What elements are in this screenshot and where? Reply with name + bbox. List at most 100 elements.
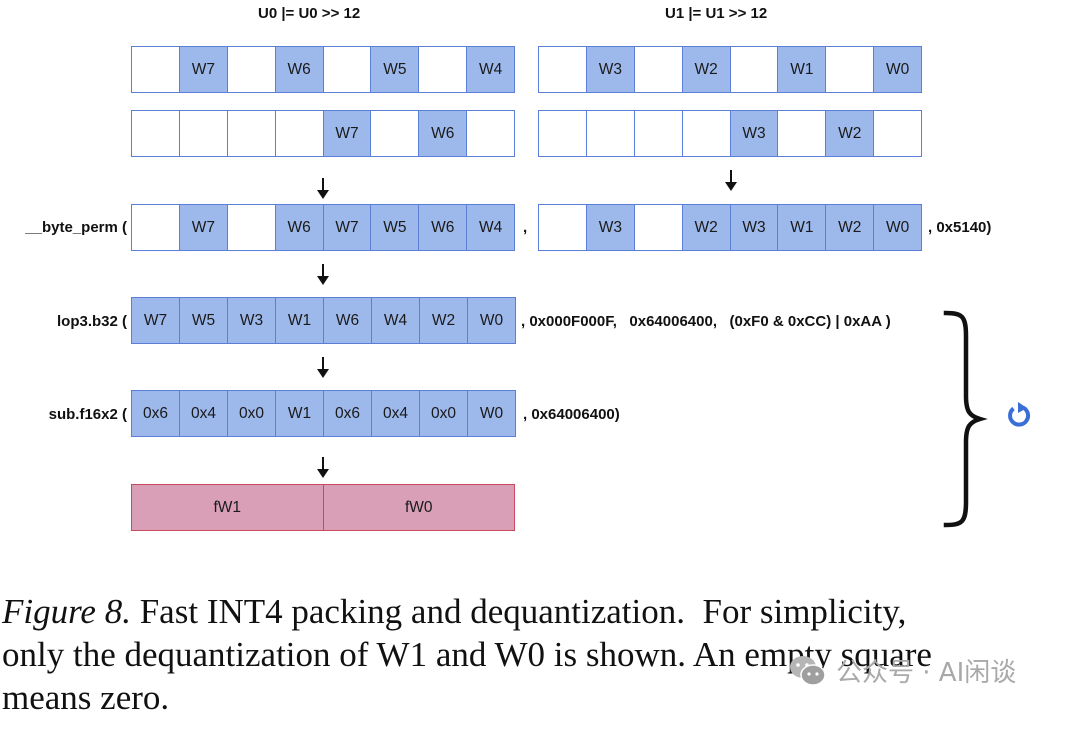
cell-w6: W6 xyxy=(324,298,372,343)
u0-shift-title: U0 |= U0 >> 12 xyxy=(258,5,361,22)
empty-cell xyxy=(730,47,779,92)
cell-w4: W4 xyxy=(467,47,514,92)
cell-w2: W2 xyxy=(682,205,731,250)
empty-cell xyxy=(132,205,180,250)
empty-cell xyxy=(586,111,635,156)
cell-w7: W7 xyxy=(323,205,372,250)
empty-cell xyxy=(634,111,683,156)
cell-w7: W7 xyxy=(179,47,228,92)
cell-w1: W1 xyxy=(778,47,827,92)
u0-original-row: W7 W6 W5 W4 xyxy=(131,46,515,93)
cell-w2: W2 xyxy=(420,298,468,343)
cell-w3: W3 xyxy=(730,111,779,156)
cell-w1: W1 xyxy=(276,391,324,436)
lop3-label: lop3.b32 ( xyxy=(56,313,127,330)
right-curly-brace-icon xyxy=(943,310,988,528)
cell-w2: W2 xyxy=(826,205,875,250)
cell-0x6: 0x6 xyxy=(324,391,372,436)
final-result-row: fW1 fW0 xyxy=(131,484,515,531)
cell-w2: W2 xyxy=(682,47,731,92)
down-arrow-icon xyxy=(725,170,737,191)
cell-w7: W7 xyxy=(132,298,180,343)
cell-w0: W0 xyxy=(468,391,515,436)
byte-perm-suffix: , 0x5140) xyxy=(928,219,992,236)
down-arrow-icon xyxy=(317,178,329,199)
cell-w7: W7 xyxy=(179,205,228,250)
empty-cell xyxy=(634,205,683,250)
cell-w4: W4 xyxy=(467,205,514,250)
empty-cell xyxy=(826,47,875,92)
refresh-icon xyxy=(1008,402,1031,427)
cell-w5: W5 xyxy=(371,47,420,92)
empty-cell xyxy=(227,111,276,156)
down-arrow-icon xyxy=(317,264,329,285)
empty-cell xyxy=(682,111,731,156)
empty-cell xyxy=(132,47,180,92)
cell-w4: W4 xyxy=(372,298,420,343)
cell-w3: W3 xyxy=(730,205,779,250)
empty-cell xyxy=(467,111,514,156)
final-cell-fw1: fW1 xyxy=(132,485,324,530)
caption-line-1: Figure 8. Fast INT4 packing and dequanti… xyxy=(2,590,1080,633)
u0-shifted-row: W7 W6 xyxy=(131,110,515,157)
cell-0x4: 0x4 xyxy=(372,391,420,436)
empty-cell xyxy=(179,111,228,156)
cell-w1: W1 xyxy=(778,205,827,250)
cell-w1: W1 xyxy=(276,298,324,343)
empty-cell xyxy=(227,47,276,92)
cell-w0: W0 xyxy=(874,47,921,92)
final-cell-fw0: fW0 xyxy=(404,498,433,516)
wechat-icon xyxy=(790,655,826,686)
cell-w6: W6 xyxy=(275,205,324,250)
cell-0x4: 0x4 xyxy=(180,391,228,436)
empty-cell xyxy=(275,111,324,156)
u1-original-row: W3 W2 W1 W0 xyxy=(538,46,922,93)
cell-w6: W6 xyxy=(275,47,324,92)
down-arrow-icon xyxy=(317,357,329,378)
u1-shifted-row: W3 W2 xyxy=(538,110,922,157)
cell-0x0: 0x0 xyxy=(228,391,276,436)
figure-caption: Figure 8. Fast INT4 packing and dequanti… xyxy=(2,590,1080,719)
caption-line-2: only the dequantization of W1 and W0 is … xyxy=(2,635,932,674)
cell-w6: W6 xyxy=(419,111,468,156)
cell-w3: W3 xyxy=(586,47,635,92)
caption-line-1-text: Fast INT4 packing and dequantization. Fo… xyxy=(130,592,907,631)
cell-w5: W5 xyxy=(180,298,228,343)
watermark: 公众号 · AI闲谈 xyxy=(788,652,1016,689)
byte-perm-label: __byte_perm ( xyxy=(25,219,127,236)
cell-w7: W7 xyxy=(323,111,372,156)
sub-suffix: , 0x64006400) xyxy=(523,406,620,423)
empty-cell xyxy=(539,47,587,92)
empty-cell xyxy=(227,205,276,250)
watermark-text: 公众号 · AI闲谈 xyxy=(836,658,1017,688)
down-arrow-icon xyxy=(317,457,329,478)
empty-cell xyxy=(539,111,587,156)
empty-cell xyxy=(634,47,683,92)
empty-cell xyxy=(874,111,921,156)
lop3-suffix: , 0x000F000F, 0x64006400, (0xF0 & 0xCC) … xyxy=(521,313,891,330)
cell-w3: W3 xyxy=(228,298,276,343)
cell-w2: W2 xyxy=(826,111,875,156)
empty-cell xyxy=(371,111,420,156)
cell-w5: W5 xyxy=(371,205,420,250)
empty-cell xyxy=(419,47,468,92)
empty-cell xyxy=(323,47,372,92)
figure-label: Figure 8. xyxy=(2,592,131,631)
cell-w0: W0 xyxy=(874,205,921,250)
cell-0x0: 0x0 xyxy=(420,391,468,436)
u1-shift-title: U1 |= U1 >> 12 xyxy=(665,5,768,22)
cell-w3: W3 xyxy=(586,205,635,250)
cell-w6: W6 xyxy=(419,205,468,250)
sub-label: sub.f16x2 ( xyxy=(48,406,127,423)
cell-0x6: 0x6 xyxy=(132,391,180,436)
empty-cell xyxy=(132,111,180,156)
empty-cell xyxy=(539,205,587,250)
byte-perm-separator: , xyxy=(523,219,528,236)
cell-w0: W0 xyxy=(468,298,515,343)
empty-cell xyxy=(778,111,827,156)
caption-line-3: means zero. xyxy=(2,678,170,717)
